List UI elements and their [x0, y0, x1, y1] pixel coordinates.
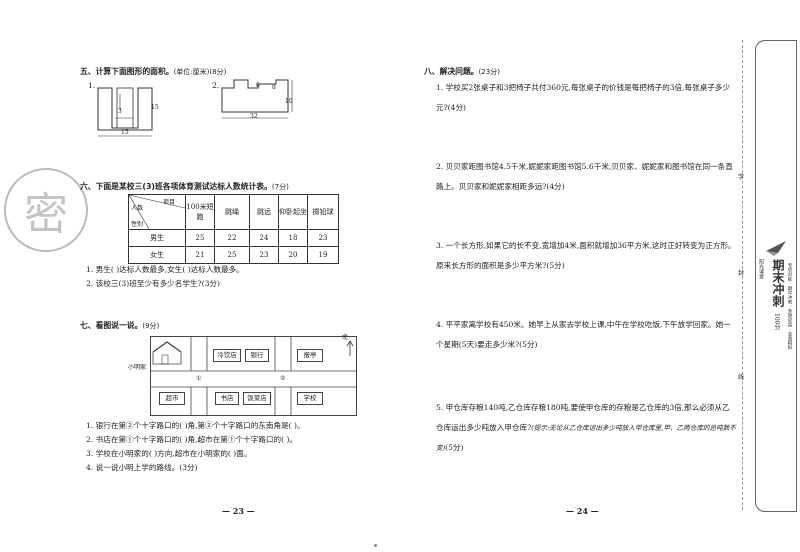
building-bank: 银行	[245, 349, 269, 362]
plane-logo-icon	[766, 241, 786, 256]
cell: 19	[307, 246, 339, 264]
corner-gender: 性别	[131, 221, 144, 228]
table-corner-diagonals	[129, 195, 185, 229]
margin-mark-3: 线	[738, 374, 745, 381]
problem-5: 5. 甲仓库存粮140吨,乙仓库存粮180吨,要使甲仓库的存粮是乙仓库的3倍,那…	[436, 398, 736, 458]
brand-small: 阳光课堂	[758, 259, 764, 279]
home-label: 小明家	[128, 364, 147, 371]
cell: 20	[278, 246, 308, 264]
house-icon	[152, 341, 182, 365]
problem-5-hint: (提示:无论从乙仓库运出多少吨放入甲仓库里,甲、乙两仓库的总吨数不变)	[436, 424, 736, 452]
secret-stamp-char: 密	[24, 189, 68, 240]
brand-title: 期末冲刺	[771, 259, 785, 307]
cell: 23	[249, 246, 279, 264]
section7-title-text: 七、看图说一说。	[80, 321, 143, 330]
cell: 22	[214, 229, 250, 247]
problem-2: 2. 贝贝家距图书馆4.5千米,妮妮家距图书馆5.6千米,贝贝家、妮妮家和图书馆…	[436, 162, 733, 191]
center-dot	[374, 544, 377, 547]
figure2-label-bottom: 32	[250, 113, 258, 120]
section5-title-text: 五、计算下面图形的面积。	[80, 67, 174, 76]
north-arrow-icon	[346, 340, 354, 356]
figure1-shape	[97, 87, 153, 137]
page-number-right: — 24 —	[566, 506, 599, 516]
street-map: ① ② 冷饮店 银行 报亭 超市 书店 饭菜店 学校	[150, 336, 357, 416]
figure1-number: 1.	[88, 81, 96, 90]
section7-title: 七、看图说一说。(9分)	[80, 320, 159, 331]
problem-4: 4. 平平家离学校有450米。她早上从家去学校上课,中午在学校吃饭,下午放学回家…	[436, 320, 731, 349]
s6-question-2: 2. 该校三(3)班至少有多少名学生?(3分)	[86, 279, 220, 288]
s7-question-3: 3. 学校在小明家的( )方向,超市在小明家的( )面。	[86, 449, 252, 458]
row-label-girls: 女生	[128, 246, 186, 264]
section6-points: (7分)	[271, 183, 289, 191]
section7-points: (9分)	[142, 322, 160, 330]
building-restaurant: 饭菜店	[243, 392, 271, 405]
section5-note: (单位:厘米)(8分)	[173, 68, 227, 76]
crossroad-1: ①	[196, 375, 202, 382]
section8-title: 八、解决问题。(23分)	[424, 66, 500, 77]
s6-question-1: 1. 男生( )达标人数最多,女生( )达标人数最多。	[86, 265, 244, 274]
problem-5-text: 5. 甲仓库存粮140吨,乙仓库存粮180吨,要使甲仓库的存粮是乙仓库的3倍,那…	[436, 403, 730, 432]
secret-stamp: 密	[4, 168, 88, 252]
figure2-label-a: 6	[256, 82, 260, 89]
section8-points: (23分)	[478, 68, 500, 76]
figure1-label-height: 15	[151, 104, 159, 111]
problem-5-points: (5分)	[445, 443, 464, 452]
corner-count: 人数	[131, 205, 144, 212]
page-number-left: — 23 —	[222, 506, 255, 516]
cell: 25	[214, 246, 250, 264]
figure2-number: 2.	[212, 81, 220, 90]
problem-1: 1. 学校买2张桌子和3把椅子共付360元,每张桌子的价钱是每把椅子的3倍,每张…	[436, 83, 731, 112]
margin-mark-2: 封	[738, 270, 745, 277]
s7-question-4: 4. 说一说小明上学的路线。(3分)	[86, 463, 198, 472]
figure2-label-b: 8	[272, 84, 276, 91]
score-table: 项目 人数 性别 100米短跑 跳绳 跳远 仰卧起坐 掷铅球 男生 25 22 …	[128, 194, 339, 264]
header-shotput: 掷铅球	[307, 194, 339, 230]
brand-subtitle: 专项训练 · 期中冲刺 · 专题提高 · 全真模拟	[787, 263, 792, 350]
table-corner-cell: 项目 人数 性别	[128, 194, 186, 230]
s7-question-2: 2. 书店在第①个十字路口的( )角,超市在第①个十字路口的( )。	[86, 435, 297, 444]
building-school: 学校	[297, 392, 323, 405]
road-lines	[151, 337, 356, 415]
margin-mark-1: 学	[738, 174, 745, 181]
cell: 21	[185, 246, 215, 264]
figure1-label-width: 3	[118, 108, 122, 115]
building-supermarket: 超市	[159, 392, 185, 405]
brand-tag: 100分	[773, 313, 780, 331]
section5-title: 五、计算下面图形的面积。(单位:厘米)(8分)	[80, 66, 226, 77]
figure1-label-bottom: 15	[121, 129, 129, 136]
row-label-boys: 男生	[128, 229, 186, 247]
binding-line	[742, 40, 744, 510]
brand-panel: 阳光课堂 期末冲刺 100分 专项训练 · 期中冲刺 · 专题提高 · 全真模拟	[755, 40, 797, 512]
table-row: 男生 25 22 24 18 23	[128, 229, 339, 247]
header-sprint: 100米短跑	[185, 194, 215, 230]
header-rope: 跳绳	[214, 194, 250, 230]
figure2-shape	[221, 79, 293, 119]
building-cold-drink: 冷饮店	[213, 349, 241, 362]
building-newsstand: 报亭	[297, 349, 323, 362]
problem-3: 3. 一个长方形,如果它的长不变,宽增加4米,面积就增加36平方米,这时正好转变…	[436, 241, 736, 270]
cell: 24	[249, 229, 279, 247]
section8-title-text: 八、解决问题。	[424, 67, 479, 76]
corner-item: 项目	[163, 199, 176, 206]
cell: 18	[278, 229, 308, 247]
table-row: 女生 21 25 23 20 19	[128, 246, 339, 264]
crossroad-2: ②	[280, 375, 286, 382]
section6-title: 六、下面是某校三(3)班各项体育测试达标人数统计表。(7分)	[80, 181, 289, 192]
building-bookstore: 书店	[215, 392, 239, 405]
header-longjump: 跳远	[249, 194, 279, 230]
header-situps: 仰卧起坐	[278, 194, 308, 230]
s7-question-1: 1. 银行在第②个十字路口的( )角,第②个十字路口的东南角是( )。	[86, 421, 305, 430]
north-label: 北	[342, 334, 349, 341]
section6-title-text: 六、下面是某校三(3)班各项体育测试达标人数统计表。	[80, 182, 272, 191]
cell: 23	[307, 229, 339, 247]
cell: 25	[185, 229, 215, 247]
figure2-label-c: 10	[285, 98, 293, 105]
